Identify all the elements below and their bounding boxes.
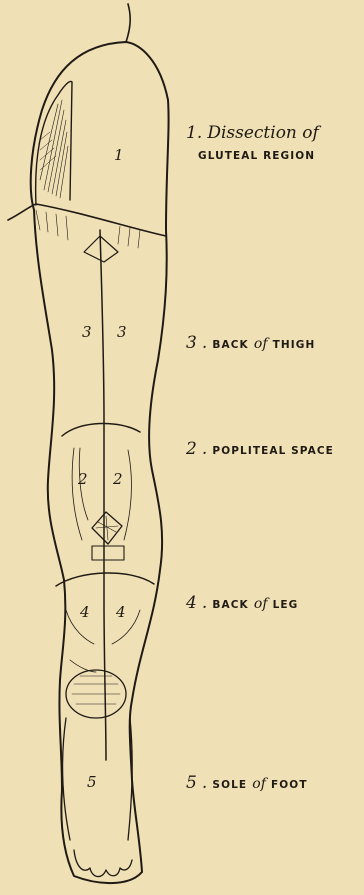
legend-thigh-number: 3 [186,333,197,353]
popliteal-lower-cut [56,573,154,586]
legend-gluteal-line2: GLUTEAL REGION [198,151,315,162]
gluteal-flap-shade [40,100,68,198]
legend-foot: 5 . SOLE of FOOT [186,775,308,792]
gluteal-flap [36,82,72,205]
mark-popliteal-left: 2 [78,472,88,487]
top-cut-line [126,4,130,42]
mark-thigh-right: 3 [117,325,127,340]
gluteal-incision [8,204,166,236]
legend-thigh-of: of [254,336,268,352]
sole-outline [63,718,133,840]
legend-foot-pre: SOLE [212,779,247,791]
mark-leg-left: 4 [80,605,90,620]
legend-foot-of: of [252,776,266,792]
heel-shade [72,676,120,704]
legend-foot-post: FOOT [271,779,308,791]
legend-leg: 4 . BACK of LEG [186,595,298,612]
legend-foot-sep: . [202,773,207,793]
legend-popliteal-number: 2 [186,439,197,459]
knee-contour-right [124,450,131,540]
legend-leg-number: 4 [186,593,197,613]
toes [74,850,132,877]
legend-leg-pre: BACK [212,599,248,611]
legend-thigh-pre: BACK [212,339,248,351]
mark-gluteal: 1 [114,148,124,163]
legend-gluteal-title: Dissection of [207,123,318,143]
mark-popliteal-right: 2 [113,472,123,487]
legend-popliteal-text: POPLITEAL SPACE [212,445,334,457]
legend-gluteal-line1: 1. Dissection of [186,125,319,142]
legend-leg-sep: . [202,593,207,613]
legend-popliteal-sep: . [202,439,207,459]
mark-foot: 5 [87,775,97,790]
popliteal-box [92,546,124,560]
legend-thigh: 3 . BACK of THIGH [186,335,315,352]
legend-leg-of: of [254,596,268,612]
legend-thigh-sep: . [202,333,207,353]
legend-thigh-post: THIGH [273,339,316,351]
legend-popliteal: 2 . POPLITEAL SPACE [186,441,334,458]
mark-thigh-left: 3 [82,325,92,340]
popliteal-upper-cut [62,423,140,436]
legend-foot-number: 5 [186,773,197,793]
midline-incision [100,230,106,760]
leg-outline [31,42,169,883]
legend-gluteal-sep: . [197,123,202,143]
mark-leg-right: 4 [116,605,126,620]
knee-contour-left [72,448,88,540]
legend-gluteal-number: 1 [186,123,197,143]
legend-leg-post: LEG [273,599,299,611]
